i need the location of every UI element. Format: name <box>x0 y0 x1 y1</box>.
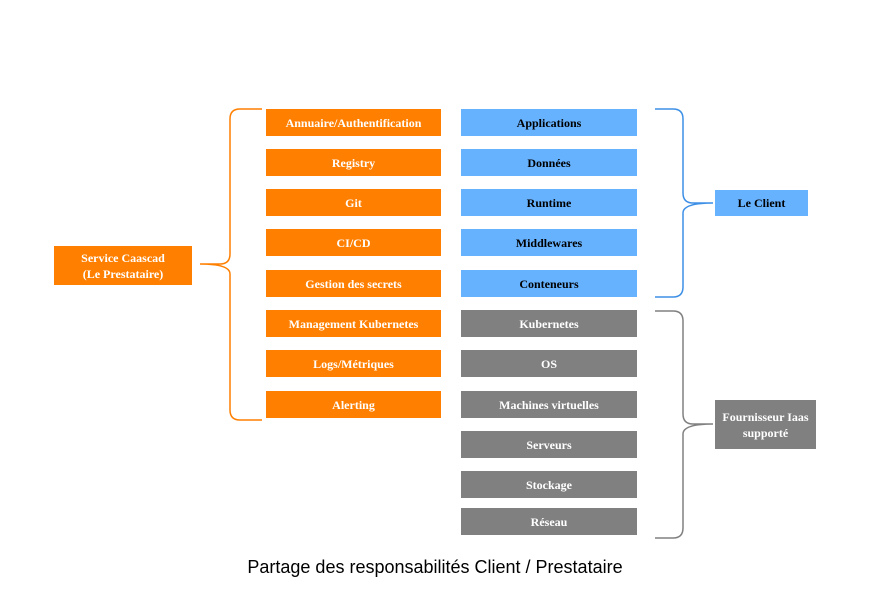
client-box: Le Client <box>715 190 808 216</box>
iaas-bracket <box>655 310 714 539</box>
iaas-item-vms: Machines virtuelles <box>461 391 637 418</box>
provider-item-alerting: Alerting <box>266 391 441 418</box>
provider-item-cicd: CI/CD <box>266 229 441 256</box>
client-bracket <box>655 108 714 298</box>
iaas-item-stockage: Stockage <box>461 471 637 498</box>
iaas-item-serveurs: Serveurs <box>461 431 637 458</box>
client-item-runtime: Runtime <box>461 189 637 216</box>
provider-bracket <box>199 108 262 421</box>
client-item-applications: Applications <box>461 109 637 136</box>
iaas-provider-box: Fournisseur Iaas supporté <box>715 400 816 449</box>
provider-box: Service Caascad (Le Prestataire) <box>54 246 192 285</box>
iaas-item-reseau: Réseau <box>461 508 637 535</box>
client-item-conteneurs: Conteneurs <box>461 270 637 297</box>
client-item-middlewares: Middlewares <box>461 229 637 256</box>
client-item-donnees: Données <box>461 149 637 176</box>
provider-item-annuaire: Annuaire/Authentification <box>266 109 441 136</box>
provider-item-logs: Logs/Métriques <box>266 350 441 377</box>
diagram-caption: Partage des responsabilités Client / Pre… <box>247 557 623 577</box>
iaas-item-os: OS <box>461 350 637 377</box>
provider-item-k8s-management: Management Kubernetes <box>266 310 441 337</box>
provider-item-secrets: Gestion des secrets <box>266 270 441 297</box>
provider-item-git: Git <box>266 189 441 216</box>
provider-item-registry: Registry <box>266 149 441 176</box>
iaas-item-kubernetes: Kubernetes <box>461 310 637 337</box>
